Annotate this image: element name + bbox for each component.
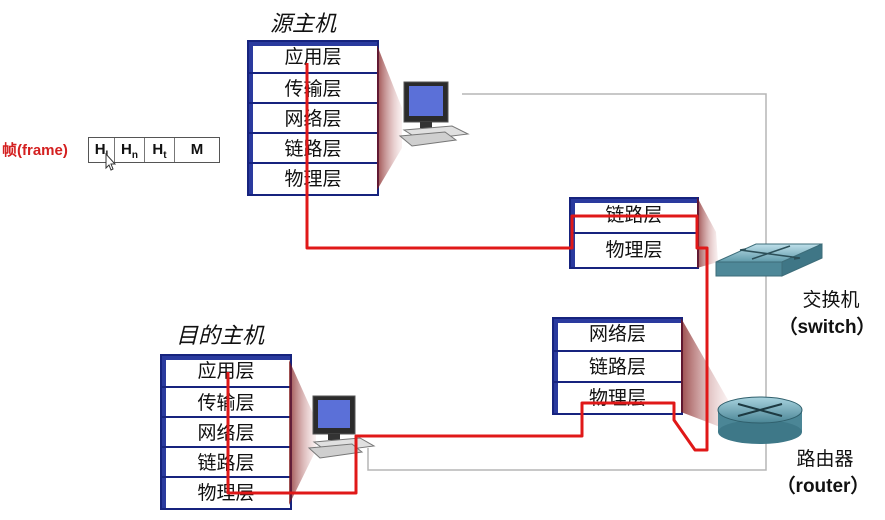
switch-label-en: （switch） [778,317,876,338]
dest-network-layer: 网络层 [162,416,290,446]
dest-application-layer: 应用层 [197,360,255,382]
dest-link-layer: 链路层 [162,446,290,476]
switch-physical-layer: 物理层 [571,232,697,265]
router-wedge [681,318,728,430]
source-application-layer: 应用层 [284,46,342,68]
frame-cell-link-header: Hl [89,138,115,162]
source-host-wedge [377,45,402,190]
switch-icon [715,243,823,277]
router-network-layer: 网络层 [588,323,646,345]
router-label-en: （router） [776,476,870,497]
source-host-stack: 应用层 传输层 网络层 链路层 物理层 [247,40,379,196]
source-physical-layer: 物理层 [249,162,377,192]
switch-label-cn: 交换机 [802,289,860,311]
frame-label: 帧(frame) [2,142,68,159]
switch-wedge [697,197,718,268]
dest-host-title: 目的主机 [176,324,265,349]
source-transport-layer: 传输层 [249,72,377,102]
router-stack: 网络层 链路层 物理层 [552,317,683,415]
source-network-layer: 网络层 [249,102,377,132]
dest-host-wedge [289,360,316,505]
source-host-title: 源主机 [270,12,337,37]
source-link-layer: 链路层 [249,132,377,162]
switch-stack: 链路层 物理层 [569,197,699,269]
computer-icon [307,395,376,459]
frame-cell-network-header: Hn [115,138,145,162]
router-link-layer: 链路层 [554,350,681,381]
frame-diagram: Hl Hn Ht M [88,137,220,163]
frame-cell-message: M [190,141,204,158]
computer-icon [398,81,470,147]
dest-physical-layer: 物理层 [162,476,290,506]
dest-transport-layer: 传输层 [162,386,290,416]
router-label-cn: 路由器 [796,448,854,470]
router-icon [717,396,803,444]
data-path [226,63,709,495]
frame-cell-transport-header: Ht [145,138,175,162]
